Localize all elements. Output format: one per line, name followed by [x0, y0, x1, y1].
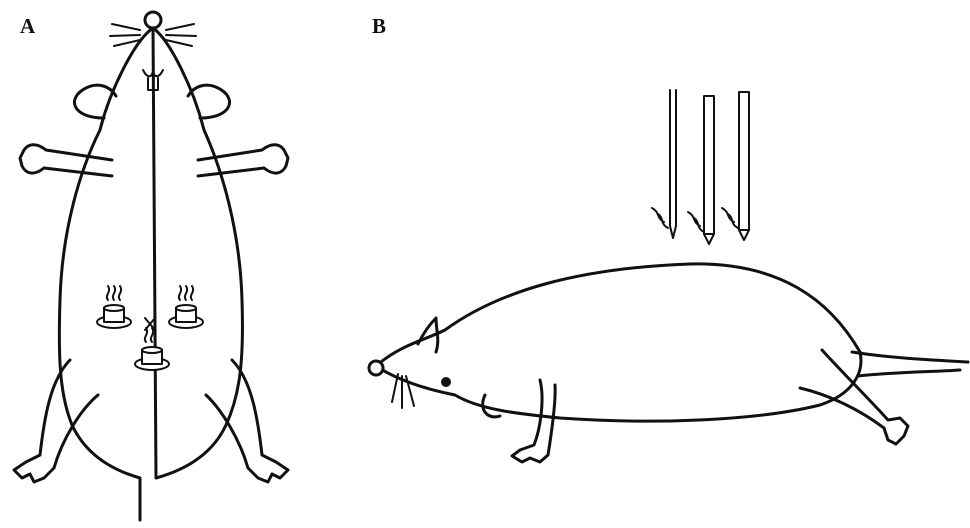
rat-lateral-view — [369, 90, 968, 462]
moxa-cone-center — [135, 328, 169, 370]
moxa-cone-left — [97, 286, 131, 328]
rat-ventral-view — [14, 12, 288, 520]
rat-nose — [145, 12, 161, 28]
rat-lateral-forelimb — [483, 380, 555, 462]
acupuncture-needle-1 — [652, 90, 676, 238]
rat-right-hindlimb — [206, 360, 288, 482]
rat-lateral-eye — [441, 377, 451, 387]
rat-lateral-nose — [369, 361, 383, 375]
rat-body-outline — [59, 28, 242, 520]
rat-lateral-tail — [852, 352, 968, 376]
rat-left-hindlimb — [14, 360, 98, 482]
acupuncture-needle-3 — [722, 92, 749, 240]
moxa-cone-right — [169, 286, 203, 328]
rat-lateral-whiskers — [392, 374, 414, 408]
acupuncture-needle-2 — [688, 96, 714, 244]
rat-left-forelimb — [20, 145, 112, 176]
rat-lateral-hindlimb — [800, 350, 908, 444]
rat-lateral-body — [376, 264, 861, 421]
